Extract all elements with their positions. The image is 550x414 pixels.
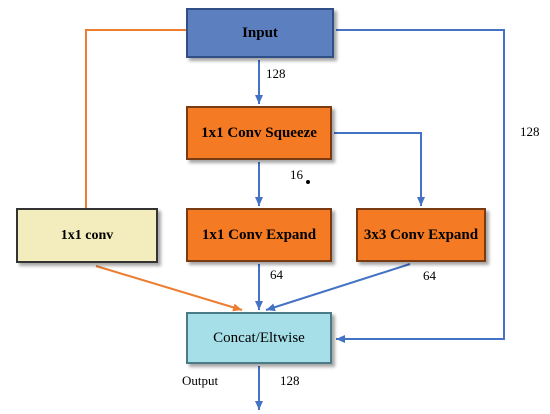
expand-3x3-node: 3x3 Conv Expand	[356, 208, 486, 262]
squeeze-node: 1x1 Conv Squeeze	[186, 106, 332, 160]
label-input-to-squeeze: 128	[266, 66, 286, 81]
edge-input-to-conv1x1	[85, 29, 186, 208]
concat-node: Concat/Eltwise	[186, 312, 332, 364]
expand-1x1-node: 1x1 Conv Expand	[186, 208, 332, 262]
edge-expand3-to-concat	[265, 263, 411, 312]
label-expand1-to-concat: 64	[270, 267, 283, 282]
edge-squeeze-to-expand3	[334, 132, 425, 206]
label-expand3-to-concat: 64	[423, 268, 436, 283]
edge-input-skip-to-concat	[336, 29, 505, 343]
dot-mark	[306, 180, 310, 184]
conv-1x1-node: 1x1 conv	[16, 208, 158, 263]
label-squeeze-to-expand: 16	[290, 167, 303, 182]
output-label: Output	[182, 373, 219, 388]
label-input-skip: 128	[520, 124, 540, 139]
label-output: 128	[280, 373, 300, 388]
edge-conv1x1-to-concat	[95, 265, 243, 312]
input-node: Input	[186, 8, 334, 58]
